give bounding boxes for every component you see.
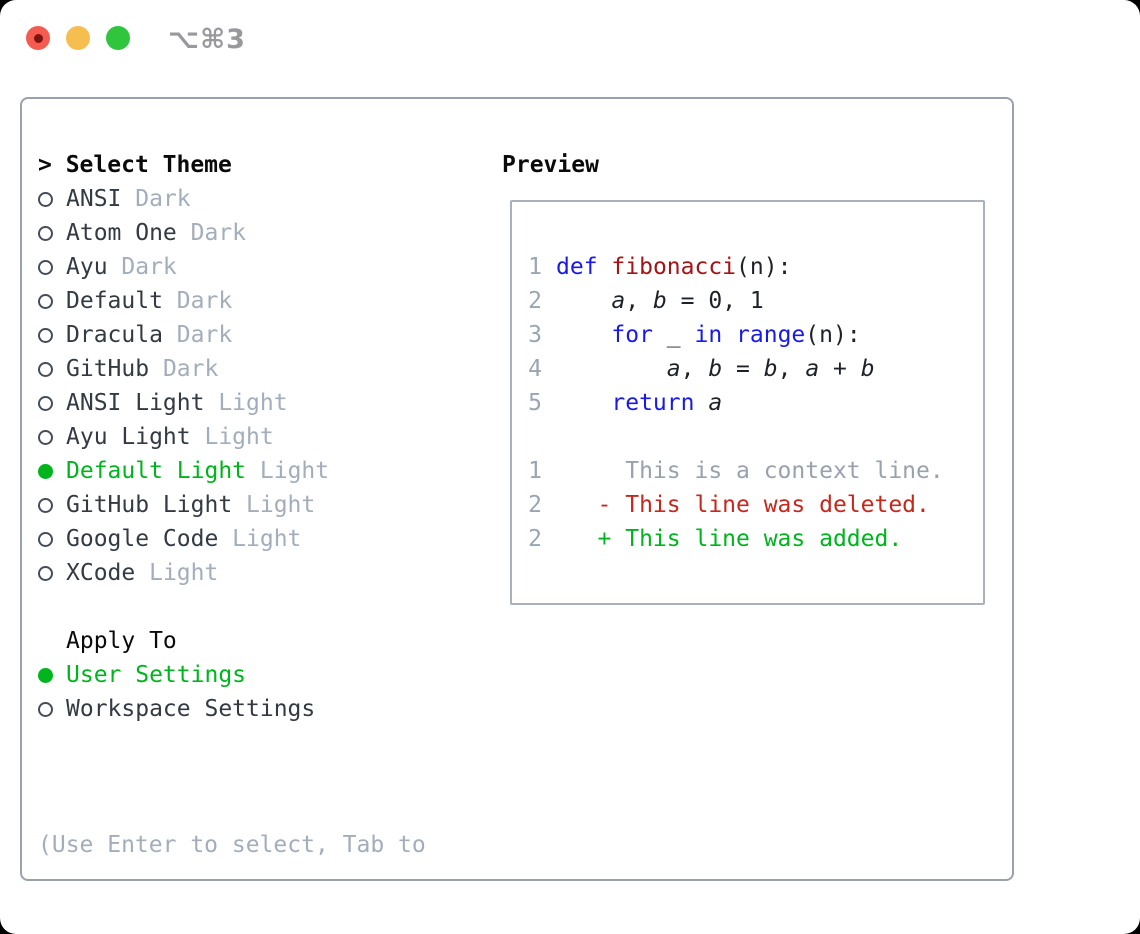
line-number: 1 bbox=[528, 458, 542, 484]
theme-list-section: > Select Theme ANSI Dark Atom One Dark A… bbox=[38, 148, 426, 934]
radio-icon bbox=[38, 361, 53, 377]
line-number: 2 bbox=[528, 526, 542, 552]
item-label: Dracula bbox=[66, 322, 177, 348]
theme-item-github[interactable]: GitHub Dark bbox=[38, 352, 426, 386]
item-label: ANSI Light bbox=[66, 390, 219, 416]
item-tag: Dark bbox=[176, 288, 233, 314]
close-button[interactable] bbox=[26, 26, 50, 50]
item-tag: Dark bbox=[162, 356, 219, 382]
item-label: Ayu bbox=[66, 254, 122, 280]
item-tag: Light bbox=[149, 560, 219, 586]
line-number: 4 bbox=[528, 356, 542, 382]
radio-icon bbox=[38, 395, 53, 411]
theme-list: ANSI Dark Atom One Dark Ayu Dark Default… bbox=[38, 182, 426, 590]
preview-code-line: 2 a, b = 0, 1 bbox=[528, 288, 764, 314]
item-label: ANSI bbox=[66, 186, 136, 212]
record-dot-icon bbox=[33, 33, 43, 43]
theme-item-dracula[interactable]: Dracula Dark bbox=[38, 318, 426, 352]
radio-icon bbox=[38, 463, 53, 479]
item-label: Default bbox=[66, 288, 177, 314]
focus-prompt-icon: > bbox=[38, 152, 66, 178]
radio-icon bbox=[38, 191, 53, 207]
radio-icon bbox=[38, 259, 53, 275]
hint-line-1: (Use Enter to select, Tab to bbox=[38, 832, 426, 858]
line-number: 5 bbox=[528, 390, 542, 416]
item-tag: Dark bbox=[121, 254, 177, 280]
window-titlebar: ⌥⌘3 bbox=[0, 0, 1140, 76]
preview-code-line bbox=[528, 420, 983, 454]
preview-code-line: 1 This is a context line. bbox=[528, 458, 944, 484]
radio-icon bbox=[38, 293, 53, 309]
radio-icon bbox=[38, 667, 53, 683]
select-theme-header: > Select Theme bbox=[38, 148, 426, 182]
theme-picker-panel: > Select Theme ANSI Dark Atom One Dark A… bbox=[20, 97, 1014, 881]
item-label: GitHub Light bbox=[66, 492, 247, 518]
theme-item-ansi-light[interactable]: ANSI Light Light bbox=[38, 386, 426, 420]
theme-item-atom-one[interactable]: Atom One Dark bbox=[38, 216, 426, 250]
item-tag: Light bbox=[204, 424, 274, 450]
theme-item-ayu[interactable]: Ayu Dark bbox=[38, 250, 426, 284]
theme-item-ayu-light[interactable]: Ayu Light Light bbox=[38, 420, 426, 454]
radio-icon bbox=[38, 429, 53, 445]
radio-icon bbox=[38, 497, 53, 513]
item-tag: Light bbox=[259, 458, 330, 484]
preview-code-line: 2 - This line was deleted. bbox=[528, 492, 930, 518]
item-label: Google Code bbox=[66, 526, 233, 552]
preview-code-line: 2 + This line was added. bbox=[528, 526, 903, 552]
radio-icon bbox=[38, 225, 53, 241]
item-label: Default Light bbox=[66, 458, 260, 484]
preview-title: Preview bbox=[502, 152, 599, 178]
theme-item-default-light[interactable]: Default Light Light bbox=[38, 454, 426, 488]
item-tag: Dark bbox=[135, 186, 191, 212]
minimize-button[interactable] bbox=[66, 26, 90, 50]
item-label: Atom One bbox=[66, 220, 191, 246]
item-label: GitHub bbox=[66, 356, 163, 382]
apply-item-user-settings[interactable]: User Settings bbox=[38, 658, 426, 692]
zoom-button[interactable] bbox=[106, 26, 130, 50]
theme-item-github-light[interactable]: GitHub Light Light bbox=[38, 488, 426, 522]
preview-code-line: 4 a, b = b, a + b bbox=[528, 356, 875, 382]
keyboard-hint: (Use Enter to select, Tab to change focu… bbox=[38, 760, 426, 934]
apply-to-header: Apply To bbox=[66, 628, 177, 654]
line-number: 2 bbox=[528, 492, 542, 518]
theme-item-ansi[interactable]: ANSI Dark bbox=[38, 182, 426, 216]
item-tag: Dark bbox=[190, 220, 247, 246]
hint-line-2: change focus) bbox=[38, 930, 426, 934]
theme-item-google-code[interactable]: Google Code Light bbox=[38, 522, 426, 556]
item-tag: Light bbox=[246, 492, 316, 518]
theme-item-default[interactable]: Default Dark bbox=[38, 284, 426, 318]
preview-code-line: 3 for _ in range(n): bbox=[528, 322, 861, 348]
apply-item-workspace-settings[interactable]: Workspace Settings bbox=[38, 692, 426, 726]
line-number: 3 bbox=[528, 322, 542, 348]
item-label: User Settings bbox=[66, 662, 247, 688]
line-number: 1 bbox=[528, 254, 542, 280]
radio-icon bbox=[38, 565, 53, 581]
preview-code-line: 5 return a bbox=[528, 390, 723, 416]
item-label: XCode bbox=[66, 560, 150, 586]
select-theme-title: Select Theme bbox=[65, 152, 232, 178]
apply-to-list: User Settings Workspace Settings bbox=[38, 658, 426, 726]
theme-item-xcode[interactable]: XCode Light bbox=[38, 556, 426, 590]
radio-icon bbox=[38, 327, 53, 343]
item-tag: Dark bbox=[176, 322, 233, 348]
line-number: 2 bbox=[528, 288, 542, 314]
window-shortcut-label: ⌥⌘3 bbox=[168, 24, 246, 55]
item-label: Ayu Light bbox=[66, 424, 205, 450]
item-tag: Light bbox=[232, 526, 302, 552]
radio-icon bbox=[38, 531, 53, 547]
item-tag: Light bbox=[218, 390, 288, 416]
radio-icon bbox=[38, 701, 53, 717]
item-label: Workspace Settings bbox=[66, 696, 316, 722]
